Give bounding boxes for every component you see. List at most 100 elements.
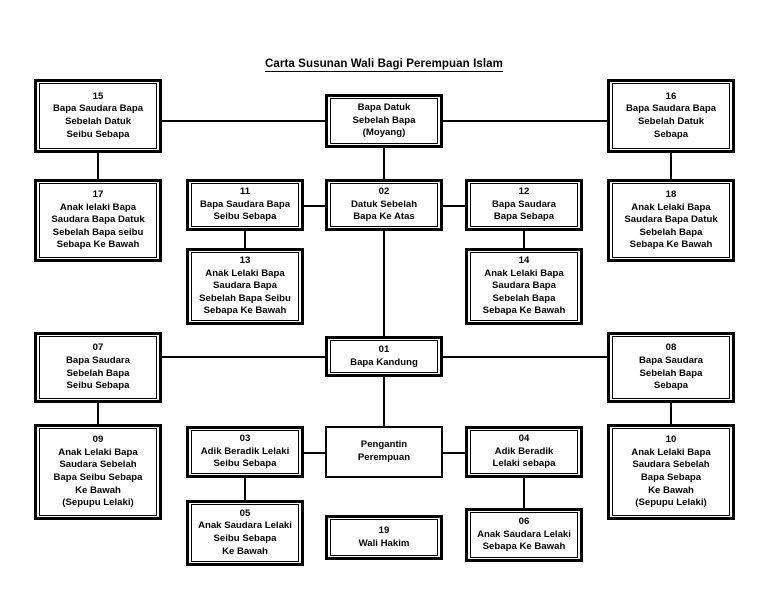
node-box-number-16: 16: [665, 90, 677, 102]
moyang-down-to-box02: [383, 148, 385, 179]
box16-down-to-box18: [670, 153, 672, 179]
box11-down-to-box13: [244, 231, 246, 248]
node-box-number-10: 10: [665, 434, 677, 446]
node-box-number-18: 18: [665, 189, 677, 201]
box04-down-to-box06: [523, 478, 525, 508]
box15-down-to-box17: [97, 153, 99, 179]
node-box-number-11: 11: [239, 186, 251, 198]
node-box-number-08: 08: [665, 342, 677, 354]
node-box-number-01: 01: [378, 343, 390, 355]
page-title: Carta Susunan Wali Bagi Perempuan Islam: [0, 58, 768, 72]
node-box-number-03: 03: [239, 433, 251, 445]
node-box-number-17: 17: [92, 189, 104, 201]
pengantin-to-box04: [443, 452, 465, 454]
node-box-number-05: 05: [239, 507, 251, 519]
node-box-number-13: 13: [239, 255, 251, 267]
node-box-number-06: 06: [518, 516, 530, 528]
node-box-number-12: 12: [518, 186, 530, 198]
node-box-text-pengantin: Pengantin Perempuan: [357, 439, 411, 463]
node-box-number-07: 07: [92, 342, 104, 354]
box12-down-to-box14: [523, 231, 525, 248]
box01-to-box08: [443, 356, 607, 358]
node-box-number-02: 02: [378, 186, 390, 198]
node-box-moyang: Bapa Datuk Sebelah Bapa (Moyang): [325, 94, 443, 148]
pengantin-to-box03: [304, 452, 325, 454]
box07-down-to-box09: [97, 403, 99, 424]
box02-to-box12: [443, 205, 465, 207]
box08-down-to-box10: [670, 403, 672, 424]
node-box-frame-pengantin: Pengantin Perempuan: [327, 428, 441, 476]
box03-down-to-box05: [244, 478, 246, 500]
box02-down-to-box01: [383, 231, 385, 336]
box01-down-to-pengantin: [383, 377, 385, 426]
page-title-text: Carta Susunan Wali Bagi Perempuan Islam: [264, 58, 503, 72]
node-box-number-14: 14: [518, 255, 530, 267]
box02-to-box11: [304, 205, 325, 207]
node-box-number-15: 15: [92, 90, 104, 102]
moyang-to-box15: [162, 120, 325, 122]
node-box-text-moyang: Bapa Datuk Sebelah Bapa (Moyang): [352, 102, 416, 139]
node-box-frame-moyang: Bapa Datuk Sebelah Bapa (Moyang): [330, 98, 438, 144]
node-box-number-19: 19: [378, 524, 390, 536]
node-box-pengantin: Pengantin Perempuan: [325, 426, 443, 478]
box01-to-box07: [162, 356, 325, 358]
